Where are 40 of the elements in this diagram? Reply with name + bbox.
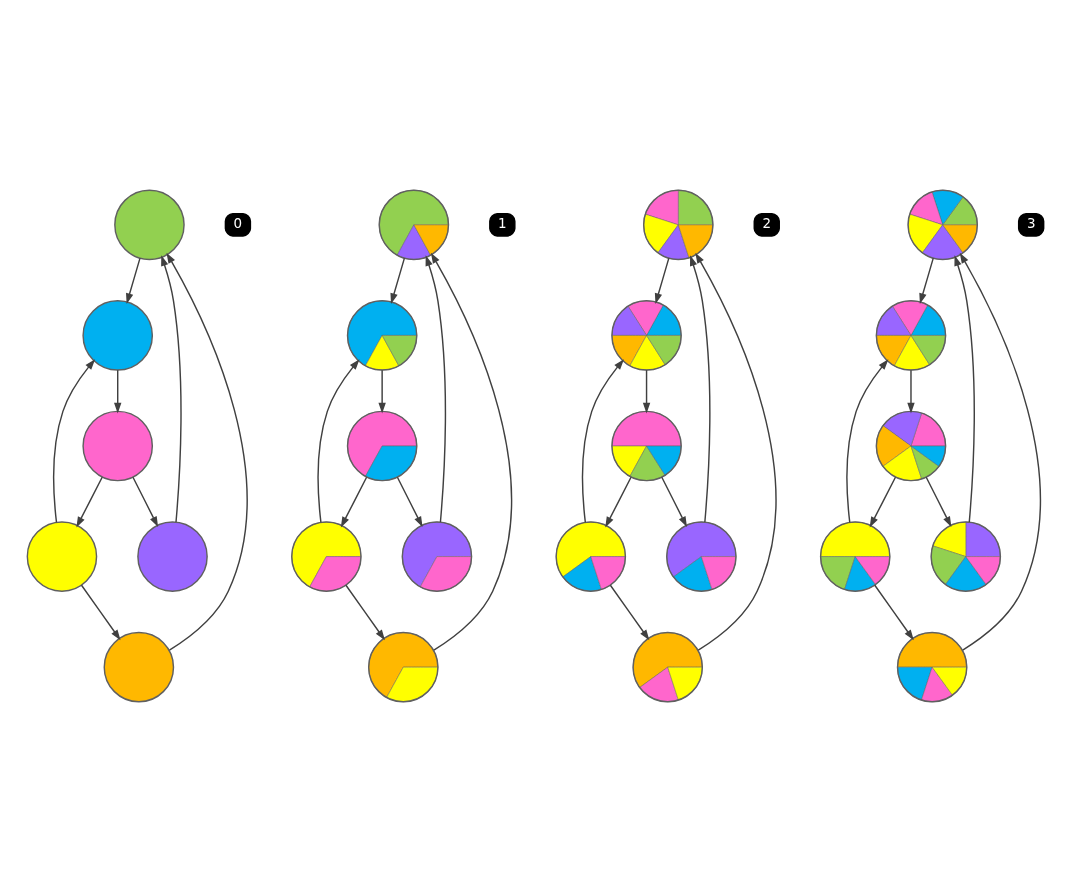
arrow [581, 359, 624, 524]
arrow [654, 257, 670, 304]
label: 0 [233, 216, 243, 232]
arrow [161, 255, 182, 523]
label: 2 [762, 216, 772, 232]
label: 3 [1026, 216, 1036, 232]
arrow [661, 476, 687, 528]
arrow [132, 476, 159, 528]
arrow [345, 584, 385, 641]
arrow [53, 359, 96, 524]
arrow [642, 369, 651, 414]
arrow [166, 252, 248, 651]
node-circle [137, 521, 208, 592]
arrow [846, 359, 889, 524]
arrow [609, 584, 650, 641]
arrow [919, 257, 934, 304]
node-circle [26, 521, 98, 592]
arrow [959, 252, 1042, 651]
arrow [430, 252, 513, 651]
arrow [80, 584, 121, 641]
arrow [76, 476, 103, 528]
arrow [907, 369, 915, 414]
arrow [114, 369, 122, 414]
arrow [425, 255, 447, 523]
arrow [690, 255, 711, 523]
arrow [695, 252, 777, 651]
node-circle [114, 189, 185, 261]
arrow [925, 476, 952, 528]
node-circle [82, 410, 154, 482]
arrow [954, 255, 975, 523]
arrow [126, 257, 141, 304]
arrow [340, 476, 368, 528]
arrow [378, 369, 386, 414]
arrow [390, 257, 406, 304]
label: 1 [498, 216, 507, 232]
arrow [317, 359, 360, 524]
arrow [874, 584, 914, 641]
arrow [605, 476, 632, 528]
arrow [396, 476, 423, 528]
arrow [869, 476, 897, 528]
